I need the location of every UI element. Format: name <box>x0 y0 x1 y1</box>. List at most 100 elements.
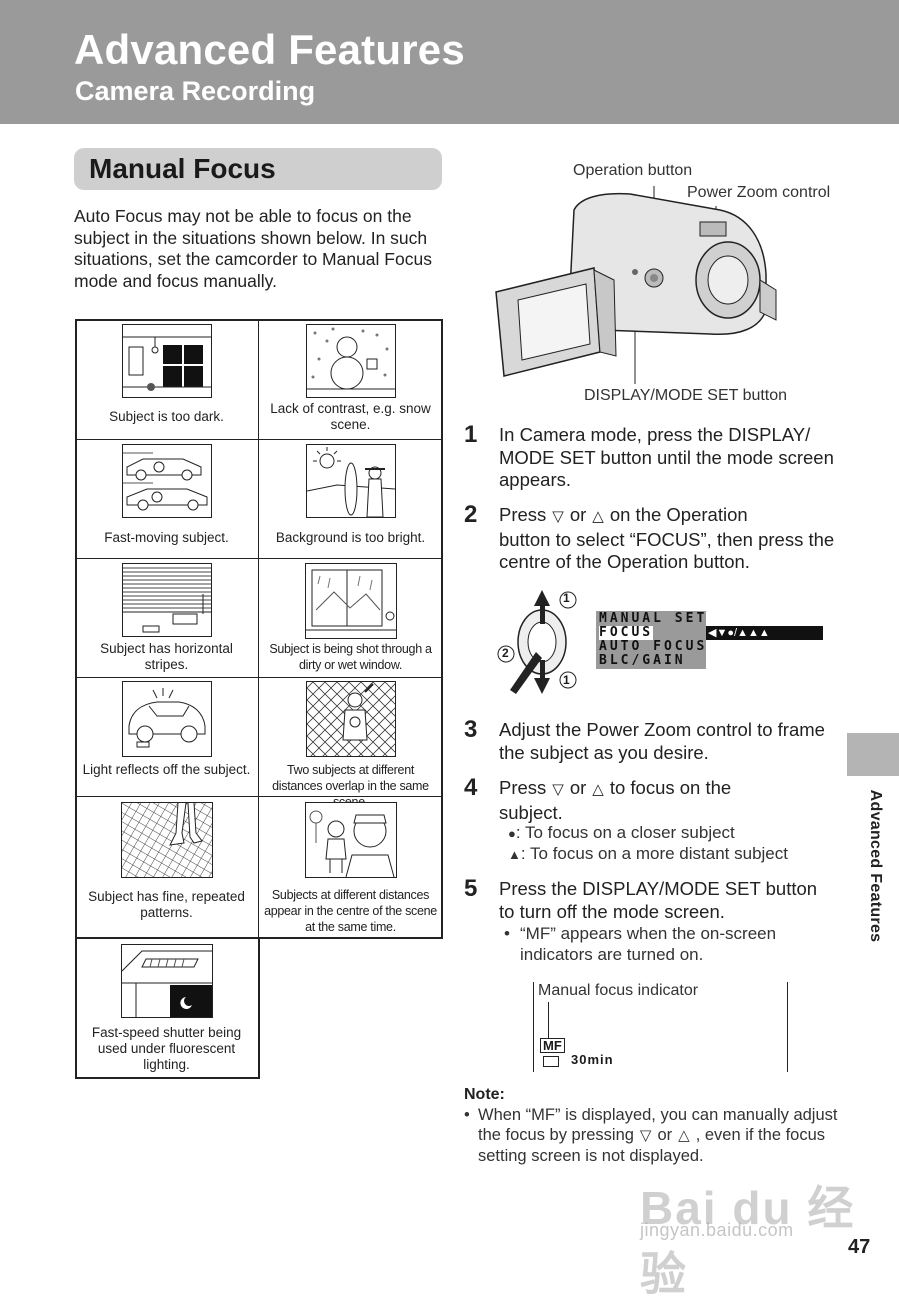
closer-subject-text: : To focus on a closer subject <box>515 823 735 842</box>
note-post: , even if the focus setting screen is no… <box>478 1126 826 1165</box>
menu-line: BLC/GAIN <box>599 653 686 668</box>
step-number: 4 <box>464 774 478 801</box>
beach-sun-icon <box>305 444 396 518</box>
situation-cell: Fast-speed shutter being used under fluo… <box>75 939 259 1079</box>
down-triangle-icon: ▼ <box>716 627 728 639</box>
power-zoom-label: Power Zoom control <box>687 184 831 201</box>
step-number: 2 <box>464 501 478 528</box>
step-bullet-text: “MF” appears when the on-screen indicato… <box>520 924 777 964</box>
situation-caption: Subject has fine, repeated patterns. <box>88 889 245 920</box>
note-title: Note: <box>464 1086 505 1103</box>
situation-cell: Subject has fine, repeated patterns. <box>75 797 259 939</box>
step-or-text: or <box>569 504 587 525</box>
mountain-icon: ▲▲ <box>747 627 770 639</box>
down-triangle-icon: ▽ <box>639 1127 652 1144</box>
down-triangle-icon: ▽ <box>552 508 564 525</box>
situation-cell: Fast-moving subject. <box>75 440 259 559</box>
situation-caption: Background is too bright. <box>275 530 426 545</box>
fence-player-icon <box>305 681 396 757</box>
page-header: Advanced Features Camera Recording <box>0 0 899 124</box>
step-number: 1 <box>464 421 478 448</box>
page-number: 47 <box>848 1236 871 1258</box>
distant-subject-text: : To focus on a more distant subject <box>520 844 788 863</box>
step-press-text: Press <box>499 504 547 525</box>
focus-setting-bar: ◀▼●/▲▲▲ <box>706 626 823 640</box>
person-icon: ● <box>508 826 516 841</box>
fluorescent-light-icon <box>120 944 213 1018</box>
intro-paragraph: Auto Focus may not be able to focus on t… <box>74 206 432 291</box>
situation-cell: Light reflects off the subject. <box>75 678 259 797</box>
two-people-icon <box>304 802 397 878</box>
mf-indicator-label: Manual focus indicator <box>538 982 699 999</box>
situation-caption: Subject has horizontal stripes. <box>100 641 233 672</box>
chapter-label: Advanced Features <box>867 789 884 943</box>
marker-1-bottom: 1 <box>563 673 570 687</box>
mountain-icon: ▲ <box>508 847 521 862</box>
note-or: or <box>657 1126 673 1144</box>
situation-caption: Light reflects off the subject. <box>82 762 251 777</box>
step-text: Press ▽ or △ on the Operation button to sele… <box>499 504 839 574</box>
menu-line: MANUAL SET <box>599 611 708 626</box>
up-triangle-icon: △ <box>592 508 604 525</box>
display-mode-label: DISPLAY/MODE SET button <box>584 387 788 404</box>
dark-room-icon <box>121 324 212 398</box>
mf-indicator: MF <box>540 1038 565 1053</box>
note-pre: When “MF” is displayed, you can manually… <box>478 1106 838 1144</box>
tiled-floor-icon <box>120 802 213 878</box>
situation-caption: Fast-speed shutter being used under fluo… <box>91 1025 242 1072</box>
situation-cell: Subject is being shot through a dirty or… <box>259 559 443 678</box>
operation-button-diagram <box>497 590 577 694</box>
situation-caption: Subject is being shot through a dirty or… <box>269 642 432 672</box>
selector-arrow-icon: ◀ <box>708 627 717 639</box>
step-or-text: or <box>569 777 587 798</box>
step-number: 3 <box>464 716 478 743</box>
up-triangle-icon: ▲ <box>737 627 748 639</box>
section-heading: Manual Focus <box>74 148 442 190</box>
chapter-tab <box>847 733 899 776</box>
watermark-url: jingyan.baidu.com <box>640 1220 794 1240</box>
situation-cell: Background is too bright. <box>259 440 443 559</box>
step-continuation: subject. <box>499 801 563 823</box>
situation-caption: Subject is too dark. <box>109 409 224 424</box>
page-subtitle: Camera Recording <box>75 76 316 106</box>
bullet-icon: • <box>504 924 510 943</box>
step-text: In Camera mode, press the DISPLAY/ MODE … <box>499 424 834 490</box>
snowman-icon <box>305 324 396 398</box>
step-post-text: on the Operation <box>609 504 748 525</box>
situations-grid: Subject is too dark. Lack of contrast, e… <box>75 319 443 1079</box>
step-press-text: Press <box>499 777 547 798</box>
window-icon <box>304 563 397 639</box>
step-continuation: button to select “FOCUS”, then press the… <box>499 528 835 573</box>
step-bullet: • “MF” appears when the on-screen indica… <box>504 923 814 965</box>
situation-cell: Subject has horizontal stripes. <box>75 559 259 678</box>
step-post-text: to focus on the <box>609 777 732 798</box>
step-text: Press the DISPLAY/MODE SET button to tur… <box>499 878 818 922</box>
marker-2: 2 <box>502 646 509 660</box>
menu-line-selected: FOCUS <box>599 625 654 640</box>
grid-border-bottom <box>75 937 260 1079</box>
menu-line: AUTO FOCUS <box>599 639 708 654</box>
page-title: Advanced Features <box>74 26 465 73</box>
remaining-time: 30min <box>571 1052 614 1067</box>
mf-screen <box>533 982 788 1072</box>
person-icon: ● <box>727 627 735 639</box>
operation-button-label: Operation button <box>573 162 693 179</box>
marker-1-top: 1 <box>563 591 570 605</box>
race-car-icon <box>121 444 212 518</box>
camcorder-icon <box>495 186 777 384</box>
up-triangle-icon: △ <box>592 781 604 798</box>
situation-cell: Subject is too dark. <box>75 319 259 440</box>
up-triangle-icon: △ <box>678 1127 690 1144</box>
blinds-icon <box>121 563 212 637</box>
note-text: • When “MF” is displayed, you can manual… <box>464 1105 844 1166</box>
situation-caption: Lack of contrast, e.g. snow scene. <box>270 401 431 432</box>
step-text: Adjust the Power Zoom control to frame t… <box>499 719 825 763</box>
closer-subject-line: ●: To focus on a closer subject <box>508 823 735 843</box>
bullet-icon: • <box>464 1106 470 1124</box>
mf-pointer-line <box>548 1002 549 1038</box>
step-number: 5 <box>464 875 478 902</box>
shiny-car-icon <box>121 681 212 757</box>
situation-cell: Two subjects at different distances over… <box>259 678 443 809</box>
step-text: Press▽or△to focus on the subject. <box>499 777 839 824</box>
distant-subject-line: ▲: To focus on a more distant subject <box>508 844 788 864</box>
